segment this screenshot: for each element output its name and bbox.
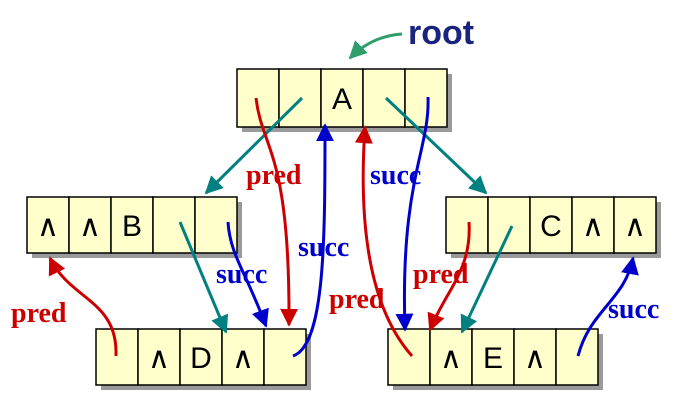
succ-threads (226, 96, 639, 358)
node-D: ∧ D ∧ (95, 328, 311, 390)
node-C-cell-2-text: C (540, 210, 562, 243)
succ-label-3: succ (216, 259, 267, 290)
node-E-cell-2-text: E (483, 342, 503, 375)
pred-thread-D-B (48, 256, 118, 357)
node-C-cell-2 (529, 196, 573, 254)
succ-label-2: succ (298, 232, 349, 263)
node-E-cell-3 (513, 328, 557, 386)
node-C-cell-1 (487, 196, 531, 254)
succ-thread-D-A (292, 123, 334, 358)
node-D-cell-1 (137, 328, 181, 386)
node-A-cell-2 (320, 68, 364, 128)
root-arrow (348, 32, 403, 60)
node-E-cell-0 (387, 328, 431, 386)
succ-thread-E-C (576, 256, 639, 357)
succ-label-4: succ (608, 294, 659, 325)
node-C: C ∧ ∧ (445, 196, 661, 258)
node-E-cell-1-text: ∧ (440, 342, 462, 375)
pred-thread-C-E (427, 221, 471, 332)
node-C-cell-4-text: ∧ (624, 210, 646, 243)
node-E-cell-3-text: ∧ (524, 342, 546, 375)
node-E-cell-4 (555, 328, 599, 386)
node-E: ∧ E ∧ (387, 328, 603, 390)
node-D-cell-0 (95, 328, 139, 386)
node-B: ∧ ∧ B (26, 196, 242, 258)
node-B-cell-4 (194, 196, 238, 254)
pred-label-2: pred (11, 298, 67, 329)
pred-label-3: pred (329, 284, 385, 315)
child-link-C-E (460, 225, 514, 334)
pred-thread-A-head (254, 97, 299, 327)
node-C-cell-3-text: ∧ (582, 210, 604, 243)
child-link-B-D (178, 221, 229, 334)
node-D-cell-2 (179, 328, 223, 386)
child-link-A-B (204, 96, 304, 195)
node-A-cell-0 (236, 68, 280, 128)
node-D-cell-3-text: ∧ (232, 342, 254, 375)
node-C-cell-4 (613, 196, 657, 254)
root-label: root (408, 14, 474, 52)
child-links (178, 96, 514, 334)
node-D-cell-1-text: ∧ (148, 342, 170, 375)
node-B-cell-0 (26, 196, 70, 254)
pred-label-1: pred (246, 160, 302, 191)
node-D-cell-2-text: D (190, 342, 212, 375)
succ-thread-B-D (226, 221, 269, 328)
node-B-cell-1 (68, 196, 112, 254)
node-A: A (236, 68, 452, 132)
node-A-cell-3 (362, 68, 406, 128)
pred-thread-E-A (354, 125, 414, 357)
succ-label-1: succ (370, 160, 421, 191)
node-B-cell-2 (110, 196, 154, 254)
node-A-cell-2-text: A (332, 83, 352, 116)
pred-threads (48, 97, 471, 357)
pred-label-4: pred (413, 259, 469, 290)
succ-thread-A-head (395, 96, 430, 332)
node-C-cell-3 (571, 196, 615, 254)
node-E-cell-2 (471, 328, 515, 386)
node-B-cell-0-text: ∧ (37, 210, 59, 243)
node-B-cell-1-text: ∧ (79, 210, 101, 243)
node-D-cell-4 (263, 328, 307, 386)
node-D-cell-3 (221, 328, 265, 386)
child-link-A-C (384, 96, 488, 195)
node-B-cell-2-text: B (122, 210, 142, 243)
